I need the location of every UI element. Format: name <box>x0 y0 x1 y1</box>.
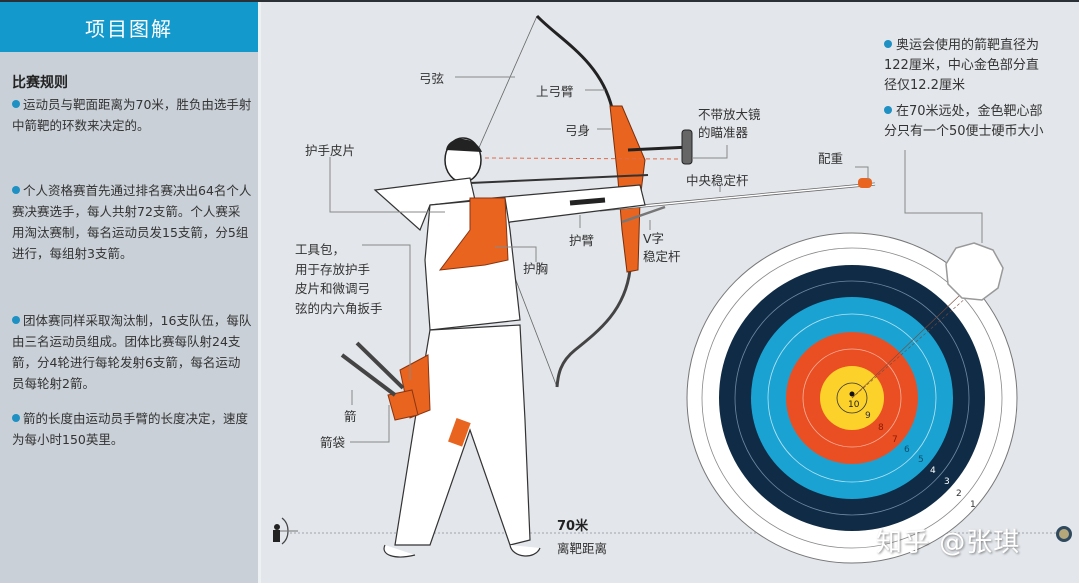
label-v-bar: V字稳定杆 <box>643 231 681 264</box>
label-tool-bag: 工具包，用于存放护手皮片和微调弓弦的内六角扳手 <box>295 242 383 316</box>
label-bowstring: 弓弦 <box>419 71 445 86</box>
label-center-stabilizer: 中央稳定杆 <box>686 173 749 188</box>
label-riser: 弓身 <box>565 123 591 138</box>
distance-value: 70米 <box>557 519 589 534</box>
watermark: 知乎 @张琪 <box>876 528 1021 558</box>
diagram-canvas: 10 9 8 7 6 5 4 3 2 1 <box>261 2 1079 583</box>
svg-text:1: 1 <box>970 500 976 510</box>
archer-icon <box>273 517 298 545</box>
label-counterweight: 配重 <box>818 151 844 166</box>
svg-text:2: 2 <box>956 489 962 499</box>
svg-text:3: 3 <box>944 477 950 487</box>
label-arm-guard: 护臂 <box>569 233 595 248</box>
svg-text:8: 8 <box>878 423 884 433</box>
archer-illustration: 10 9 8 7 6 5 4 3 2 1 <box>273 14 1060 564</box>
label-finger-tab: 护手皮片 <box>305 143 356 158</box>
label-arrow: 箭 <box>344 409 357 424</box>
svg-text:4: 4 <box>930 466 936 476</box>
bullet-icon <box>884 40 892 48</box>
bullet-icon <box>884 106 892 114</box>
page-title: 项目图解 <box>85 16 173 41</box>
bullet-icon <box>12 186 20 194</box>
divider <box>258 2 261 583</box>
target-icon: 10 9 8 7 6 5 4 3 2 1 <box>686 150 1018 564</box>
rule-item: 运动员与靶面距离为70米，胜负由选手射中箭靶的环数来决定的。 <box>12 97 252 133</box>
distance-label: 离靶距离 <box>557 541 608 556</box>
rule-item: 箭的长度由运动员手臂的长度决定，速度为每小时150英里。 <box>12 411 249 447</box>
label-chest-guard: 护胸 <box>523 261 549 276</box>
svg-text:10: 10 <box>848 400 860 410</box>
svg-text:5: 5 <box>918 455 924 465</box>
bullet-icon <box>12 316 20 324</box>
target-mini-icon <box>1056 526 1072 542</box>
rule-item: 个人资格赛首先通过排名赛决出64名个人赛决赛选手，每人共射72支箭。个人赛采用淘… <box>12 183 252 261</box>
bullet-icon <box>12 414 20 422</box>
target-note: 奥运会使用的箭靶直径为122厘米，中心金色部分直径仅12.2厘米 <box>884 38 1040 93</box>
rules-title: 比赛规则 <box>12 75 68 91</box>
bullet-icon <box>12 100 20 108</box>
top-border <box>0 0 1079 2</box>
sidebar: 项目图解 比赛规则 运动员与靶面距离为70米，胜负由选手射中箭靶的环数来决定的。… <box>0 2 258 583</box>
label-sight: 不带放大镜的瞄准器 <box>698 107 761 140</box>
svg-text:7: 7 <box>892 435 898 445</box>
label-quiver: 箭袋 <box>320 435 346 450</box>
target-note: 在70米远处，金色靶心部分只有一个50便士硬币大小 <box>884 104 1044 139</box>
svg-text:6: 6 <box>904 445 910 455</box>
sidebar-header: 项目图解 <box>0 2 258 52</box>
archer-figure <box>340 137 646 558</box>
label-upper-limb: 上弓臂 <box>536 84 574 99</box>
svg-text:9: 9 <box>865 411 871 421</box>
rule-item: 团体赛同样采取淘汰制，16支队伍，每队由三名运动员组成。团体比赛每队射24支箭，… <box>12 313 252 391</box>
